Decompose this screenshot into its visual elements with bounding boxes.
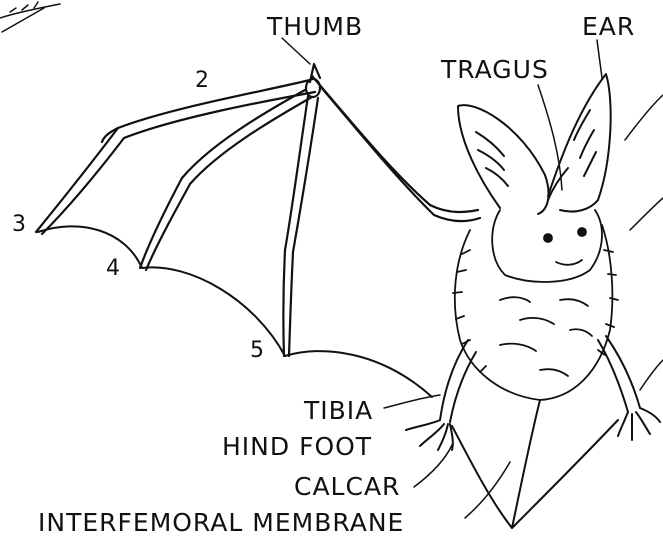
- head-body: [453, 210, 618, 400]
- label-calcar: CALCAR: [294, 474, 400, 499]
- label-thumb: THUMB: [267, 14, 363, 39]
- label-digit-5: 5: [250, 340, 265, 362]
- label-digit-2: 2: [195, 70, 210, 92]
- label-hind-foot: HIND FOOT: [222, 434, 372, 459]
- corner-sketch: [0, 2, 663, 390]
- label-tibia: TIBIA: [304, 398, 373, 423]
- label-ear: EAR: [582, 14, 635, 39]
- wing-membrane-edge: [38, 226, 432, 397]
- ears: [458, 74, 611, 214]
- wing-bones: [36, 64, 480, 356]
- label-digit-4: 4: [106, 258, 121, 280]
- label-interfemoral-membrane: INTERFEMORAL MEMBRANE: [38, 510, 404, 535]
- label-digit-3: 3: [12, 214, 27, 236]
- label-tragus: TRAGUS: [441, 57, 549, 82]
- legs-and-membrane: [406, 336, 660, 528]
